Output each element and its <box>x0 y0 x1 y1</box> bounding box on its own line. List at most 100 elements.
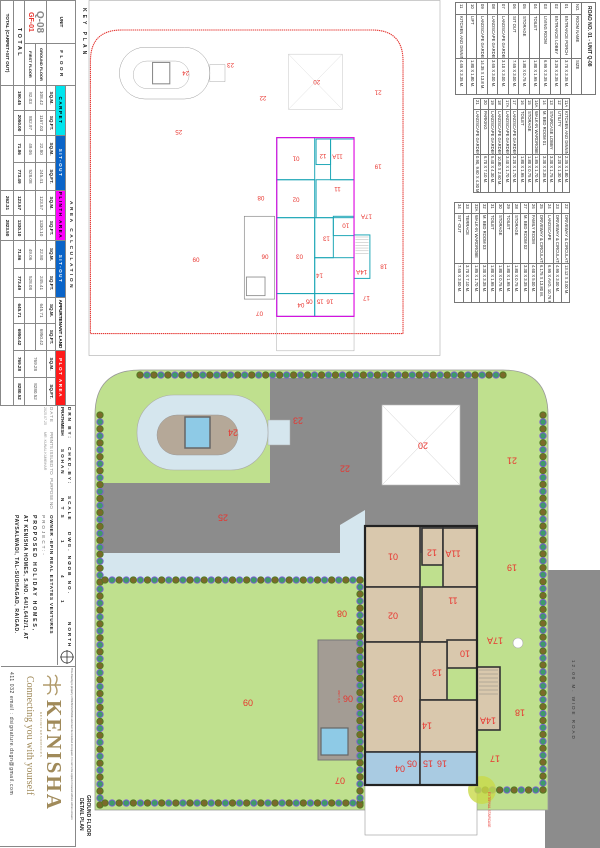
paved-walkway <box>94 156 277 175</box>
hedge-shrub <box>539 786 547 794</box>
pool-path <box>209 64 226 82</box>
unit-label: SQ.FT. <box>46 215 56 241</box>
room-label-05: 05 <box>407 759 417 769</box>
hedge-shrub <box>310 371 319 379</box>
hedge-shrub <box>96 662 104 670</box>
hedge-shrub <box>136 799 145 807</box>
hedge-shrub <box>539 723 547 732</box>
hedge-shrub <box>96 467 104 475</box>
hedge-shrub <box>443 371 451 379</box>
hedge-shrub <box>96 745 104 753</box>
hedge-shrub <box>356 611 364 619</box>
room-label-20: 20 <box>418 441 428 451</box>
hedge-shrub <box>96 585 104 593</box>
hedge-shrub <box>243 576 251 584</box>
hedge-shrub <box>539 709 547 718</box>
hedge-shrub <box>96 592 104 600</box>
job-no-label: JOB NO. <box>67 562 72 595</box>
hedge-shrub <box>96 773 104 781</box>
hedge-shrub <box>394 371 402 379</box>
hedge-shrub <box>356 724 364 732</box>
date-label: DATE <box>49 407 54 423</box>
sit-out-deck <box>243 215 276 300</box>
room-label-03: 03 <box>393 694 403 704</box>
hedge-shrub <box>96 543 104 551</box>
hedge-shrub <box>313 576 322 584</box>
hedge-shrub <box>356 576 364 584</box>
owner: OWNER -EPIN REAL ESTATES VENTURES <box>49 515 54 635</box>
area-column-header: CARPET <box>55 85 66 136</box>
hedge-shrub <box>221 576 230 584</box>
room <box>276 217 316 295</box>
hedge-shrub <box>101 799 109 807</box>
room <box>421 586 478 643</box>
project-line-2: AT KENISHA HOMES, S.NO. 64/1,64/2/1, AT <box>22 515 28 640</box>
hedge-shrub <box>356 618 364 626</box>
hedge-shrub <box>158 576 166 584</box>
room-label-17a: 17A <box>487 636 503 646</box>
hedge-shrub <box>499 371 507 379</box>
hedge-shrub <box>96 669 104 677</box>
hedge-shrub <box>299 576 307 584</box>
plot-area-value: 769.28 <box>24 350 47 378</box>
hedge-shrub <box>539 647 547 655</box>
hedge-shrub <box>539 466 547 475</box>
sit-out-tag: UNIT Q-8 <box>337 690 341 703</box>
hedge-shrub <box>539 473 547 482</box>
hedge-shrub <box>356 773 364 781</box>
room-label-22: 22 <box>259 94 266 101</box>
hedge-shrub <box>342 576 350 584</box>
room-label-23: 23 <box>293 416 303 426</box>
hedge-shrub <box>108 576 116 584</box>
hedge-shrub <box>96 752 104 760</box>
hedge-shrub <box>241 371 249 379</box>
room-label-25: 25 <box>175 128 182 135</box>
sheet-no-value: 1 <box>60 600 65 605</box>
project-line-1: PROPOSED HOLIDAY HOMES, <box>31 515 37 632</box>
unit-label: SQ.M. <box>46 240 56 269</box>
grand-total-label: TOTAL (CARPET+SIT OUT) <box>0 0 14 86</box>
hedge-shrub <box>356 639 364 647</box>
hedge-shrub <box>96 606 104 614</box>
hedge-shrub <box>539 737 547 746</box>
divider <box>1 666 76 667</box>
hedge-shrub <box>539 751 547 759</box>
hedge-shrub <box>243 799 251 807</box>
paved-walkway <box>100 553 365 580</box>
grand-total-sqft: 2823.50 <box>0 215 14 241</box>
hedge-shrub <box>356 695 364 704</box>
hedge-shrub <box>539 654 547 662</box>
room-label-19: 19 <box>507 563 517 573</box>
total-value: 123.57 <box>13 190 25 216</box>
purpose-label: PURPOSE <box>49 478 54 501</box>
hedge-shrub <box>96 432 104 440</box>
hedge-shrub <box>436 371 444 379</box>
hedge-shrub <box>264 799 272 807</box>
hedge-shrub <box>356 709 364 718</box>
room-label-15: 15 <box>316 298 323 305</box>
hedge-shrub <box>228 576 237 584</box>
scale-label: SCALE <box>67 496 72 522</box>
hedge-shrub <box>539 487 547 496</box>
area-value: 49.06 <box>24 240 36 269</box>
hedge-shrub <box>539 682 547 690</box>
room-label-05: 05 <box>305 298 312 305</box>
area-value: 245.41 <box>35 268 47 298</box>
unit-label: SQ.M. <box>46 350 56 378</box>
area-value <box>24 215 36 241</box>
hedge-shrub <box>275 371 284 379</box>
hedge-shrub <box>289 371 298 379</box>
hedge-shrub <box>200 576 208 584</box>
hedge-shrub <box>356 794 364 802</box>
hedge-shrub <box>96 627 104 635</box>
hedge-shrub <box>356 583 364 591</box>
hedge-shrub <box>356 653 364 661</box>
total-value: 2050.00 <box>13 110 25 136</box>
room-label-09: 09 <box>243 698 253 708</box>
hedge-shrub <box>401 371 409 379</box>
hedge-shrub <box>271 576 279 584</box>
hedge-shrub <box>496 786 504 794</box>
driveway-paving <box>100 483 270 553</box>
hedge-shrub <box>199 371 207 379</box>
hedge-shrub <box>485 371 493 379</box>
